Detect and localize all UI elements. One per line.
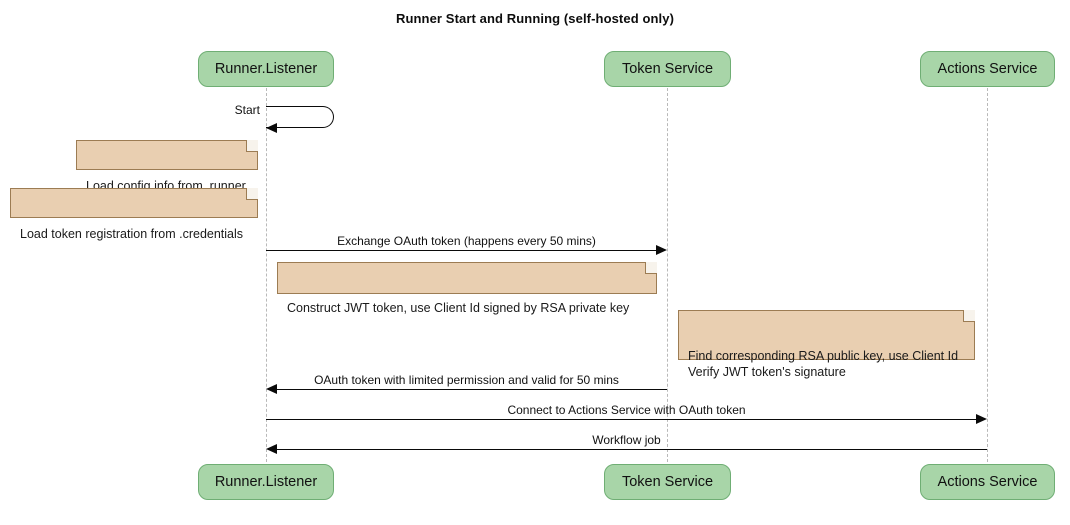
message-label-start: Start <box>234 103 260 117</box>
message-label-workflow-job: Workflow job <box>592 433 661 447</box>
note-fold-icon <box>246 140 258 152</box>
participant-runner-bottom[interactable]: Runner.Listener <box>198 464 334 500</box>
participant-label: Actions Service <box>937 474 1038 490</box>
participant-label: Token Service <box>621 474 714 490</box>
arrow-head-start <box>266 122 277 133</box>
participant-actions-bottom[interactable]: Actions Service <box>920 464 1055 500</box>
note-load-token: Load token registration from .credential… <box>10 188 258 241</box>
arrow-head-connect-actions <box>976 414 987 424</box>
note-text: Find corresponding RSA public key, use C… <box>688 349 959 379</box>
lifeline-actions <box>987 88 988 462</box>
self-message-start <box>266 106 334 128</box>
participant-actions-top[interactable]: Actions Service <box>920 51 1055 87</box>
note-fold-icon <box>645 262 657 274</box>
message-line-workflow-job <box>277 449 987 450</box>
message-line-oauth-return <box>277 389 667 390</box>
note-verify-jwt: Find corresponding RSA public key, use C… <box>678 310 975 379</box>
page-title: Runner Start and Running (self-hosted on… <box>395 11 675 26</box>
arrow-head-oauth-return <box>266 384 277 394</box>
note-fold-icon <box>963 310 975 322</box>
note-construct-jwt: Construct JWT token, use Client Id signe… <box>277 262 657 315</box>
note-fold-icon <box>246 188 258 200</box>
participant-label: Token Service <box>621 61 714 77</box>
note-text: Construct JWT token, use Client Id signe… <box>287 301 630 315</box>
participant-token-bottom[interactable]: Token Service <box>604 464 731 500</box>
message-label-connect-actions: Connect to Actions Service with OAuth to… <box>507 403 746 417</box>
note-text: Load token registration from .credential… <box>20 227 244 241</box>
message-line-exchange-oauth <box>266 250 656 251</box>
lifeline-runner <box>266 88 267 462</box>
participant-label: Runner.Listener <box>214 61 318 77</box>
participant-token-top[interactable]: Token Service <box>604 51 731 87</box>
participant-label: Actions Service <box>937 61 1038 77</box>
note-load-config: Load config info from .runner <box>76 140 258 193</box>
participant-runner-top[interactable]: Runner.Listener <box>198 51 334 87</box>
arrow-head-workflow-job <box>266 444 277 454</box>
message-line-connect-actions <box>266 419 976 420</box>
participant-label: Runner.Listener <box>214 474 318 490</box>
lifeline-token <box>667 88 668 462</box>
message-label-exchange-oauth: Exchange OAuth token (happens every 50 m… <box>337 234 596 248</box>
message-label-oauth-return: OAuth token with limited permission and … <box>314 373 619 387</box>
arrow-head-exchange-oauth <box>656 245 667 255</box>
